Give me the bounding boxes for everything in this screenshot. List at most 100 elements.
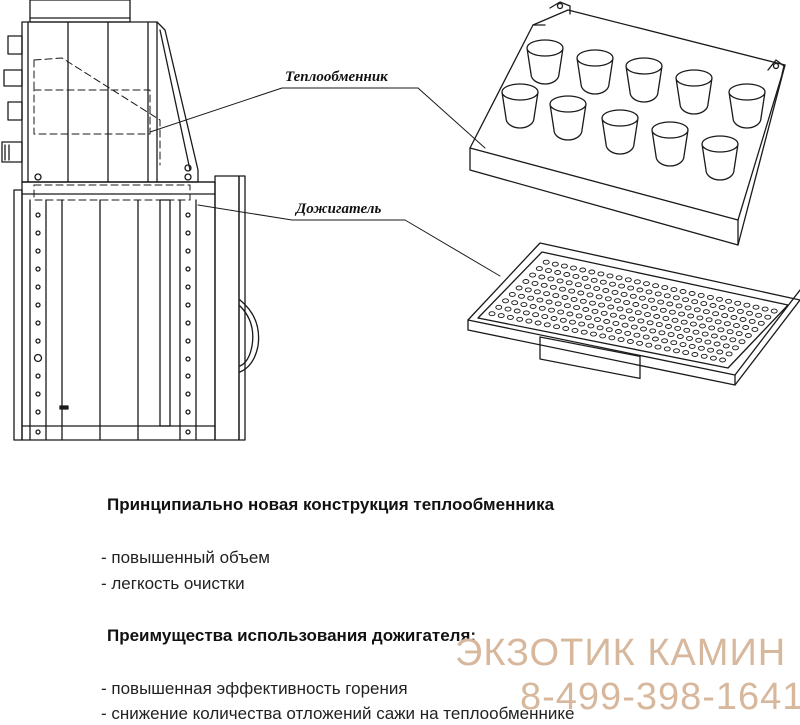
perforation-hole	[577, 290, 585, 296]
perforation-hole	[515, 285, 523, 291]
perforation-hole	[640, 326, 647, 332]
perforation-hole	[561, 295, 569, 300]
afterburner-label: Дожигатель	[296, 201, 382, 217]
perforation-hole	[720, 335, 728, 341]
perforation-hole	[581, 275, 589, 281]
perforation-hole	[607, 304, 615, 310]
perforation-hole	[744, 333, 752, 338]
perforation-hole	[709, 303, 717, 308]
perforation-hole	[672, 295, 680, 301]
perforation-hole	[691, 352, 699, 357]
perforation-hole	[553, 324, 561, 330]
perforation-hole	[612, 320, 620, 326]
heat-exchanger-label: Теплообменник	[285, 69, 388, 85]
perforation-hole	[636, 287, 644, 293]
perforation-hole	[615, 329, 622, 334]
perforation-hole	[674, 325, 682, 331]
perforation-hole	[662, 315, 670, 321]
perforation-hole	[649, 328, 657, 334]
perforation-hole	[557, 309, 565, 315]
perforation-hole	[634, 310, 642, 316]
perforation-hole	[695, 337, 703, 343]
perforation-hole	[642, 334, 650, 340]
perforation-hole	[670, 287, 678, 293]
fireplace-technical-drawing	[1, 0, 800, 441]
bolt-holes	[35, 212, 191, 435]
perforation-hole	[705, 317, 713, 323]
perforation-hole	[726, 329, 734, 335]
perforation-hole	[508, 291, 516, 297]
heading-afterburner: Преимущества использования дожигателя:	[107, 626, 477, 645]
perforation-hole	[624, 330, 632, 336]
perforation-hole	[625, 308, 633, 314]
perforation-hole	[689, 321, 697, 327]
perforation-hole	[587, 323, 595, 329]
perforation-hole	[582, 307, 590, 312]
list-item: - повышенный объем	[101, 548, 270, 567]
perforation-hole	[586, 292, 594, 298]
perforation-hole	[709, 355, 717, 361]
perforation-hole	[719, 357, 727, 363]
perforation-hole	[578, 321, 586, 327]
perforation-hole	[533, 289, 541, 295]
perforation-hole	[520, 302, 528, 308]
perforation-hole	[569, 319, 576, 325]
perforation-hole	[568, 288, 576, 294]
perforation-hole	[542, 259, 550, 265]
perforation-hole	[609, 281, 616, 287]
list-item: - легкость очистки	[101, 574, 245, 593]
perforation-hole	[605, 327, 613, 333]
perforation-hole	[743, 302, 751, 308]
perforation-hole	[535, 266, 543, 272]
perforation-hole	[699, 323, 706, 329]
perforation-hole	[570, 265, 577, 271]
perforation-hole	[547, 276, 555, 282]
perforation-hole	[488, 311, 496, 317]
perforation-hole	[721, 313, 729, 319]
perforation-hole	[573, 305, 581, 311]
perforation-hole	[497, 313, 505, 319]
perforation-hole	[651, 336, 659, 342]
perforation-hole	[725, 298, 733, 304]
perforation-hole	[700, 301, 708, 307]
list-item: - снижение количества отложений сажи на …	[101, 704, 575, 723]
perforation-hole	[746, 310, 753, 316]
perforation-hole	[708, 325, 716, 331]
perforation-hole	[525, 318, 533, 324]
perforation-hole	[729, 337, 737, 343]
perforation-hole	[543, 322, 551, 328]
perforation-hole	[522, 279, 530, 284]
watermark-name: ЭКЗОТИК КАМИН	[455, 632, 787, 674]
perforation-hole	[560, 263, 568, 269]
perforation-hole	[595, 294, 603, 300]
perforation-hole	[597, 271, 605, 277]
perforation-hole	[614, 298, 621, 304]
perforation-hole	[716, 349, 724, 355]
perforation-hole	[667, 332, 675, 338]
perforation-hole	[495, 304, 503, 310]
perforation-hole	[584, 284, 591, 290]
perforation-hole	[757, 320, 765, 326]
perforation-hole	[518, 293, 525, 299]
perforation-hole	[609, 312, 617, 318]
perforation-hole	[652, 283, 660, 289]
perforation-hole	[704, 339, 712, 345]
perforation-hole	[687, 313, 695, 319]
perforation-hole	[584, 315, 592, 321]
perforation-hole	[563, 272, 571, 277]
perforation-hole	[691, 299, 699, 305]
perforation-hole	[663, 346, 671, 352]
perforation-hole	[506, 314, 514, 320]
perforation-hole	[600, 310, 608, 316]
perforation-hole	[598, 302, 606, 308]
perforation-hole	[679, 289, 687, 294]
perforation-hole	[540, 282, 548, 288]
perforation-hole	[679, 342, 687, 348]
perforation-hole	[657, 299, 665, 305]
perforation-hole	[688, 343, 696, 349]
perforation-hole	[755, 312, 763, 318]
perforation-hole	[624, 277, 632, 283]
perforation-hole	[702, 309, 710, 315]
perforation-hole	[538, 305, 546, 311]
perforation-hole	[554, 301, 562, 307]
